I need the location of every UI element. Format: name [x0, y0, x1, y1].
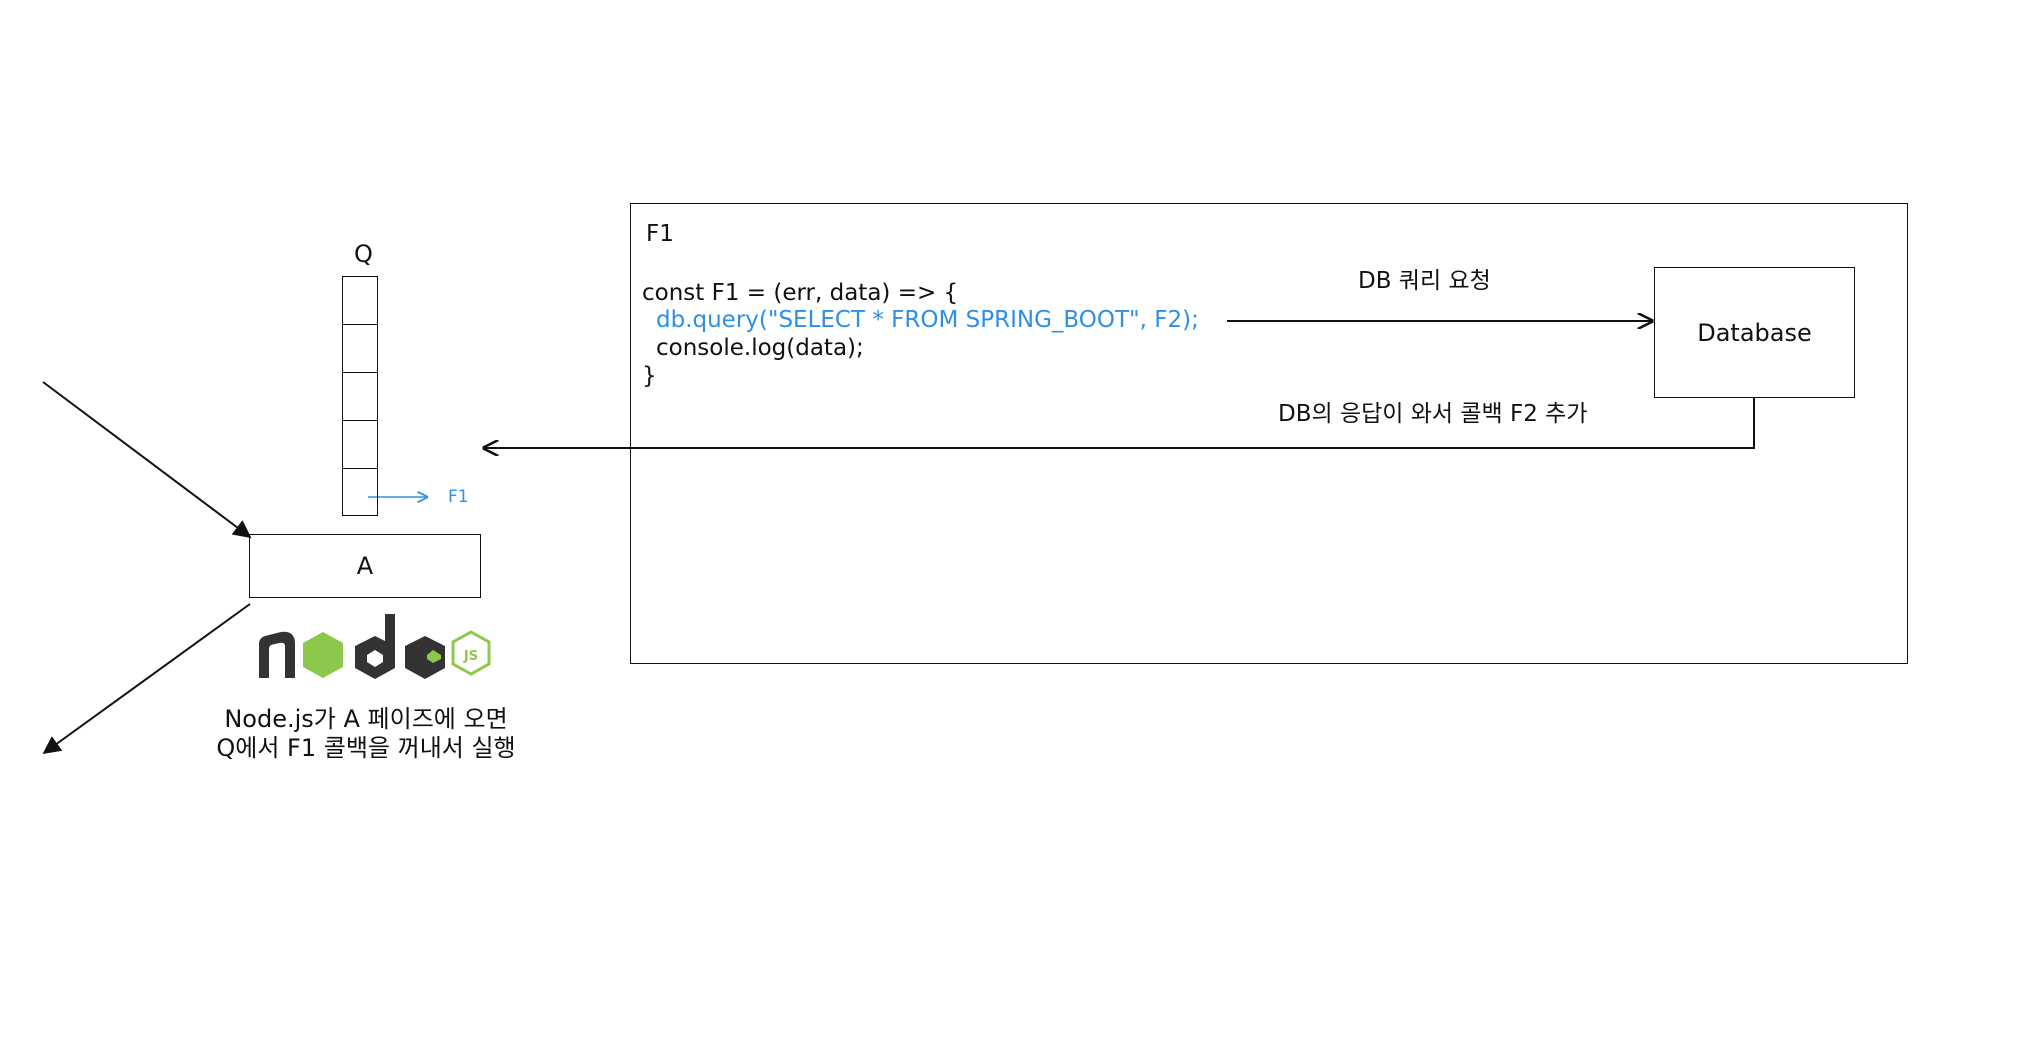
outgoing-arrow: [42, 603, 251, 755]
code-line-3: console.log(data);: [656, 335, 864, 361]
caption-line-2: Q에서 F1 콜백을 꺼내서 실행: [216, 734, 516, 762]
incoming-arrow: [42, 381, 252, 539]
phase-a-label: A: [356, 552, 374, 580]
nodejs-logo: JS: [259, 614, 491, 679]
caption-line-1: Node.js가 A 페이즈에 오면: [224, 705, 508, 733]
queue-slot: [343, 421, 377, 469]
code-line-4: }: [642, 363, 657, 389]
queue-pointer-label: F1: [448, 487, 469, 507]
queue-slot: [343, 325, 377, 373]
database-label: Database: [1697, 318, 1812, 347]
code-line-2: db.query("SELECT * FROM SPRING_BOOT", F2…: [656, 307, 1199, 333]
queue-slot: [343, 469, 377, 517]
database-box: Database: [1654, 267, 1855, 398]
phase-a-box: A: [249, 534, 481, 598]
queue-slot: [343, 277, 377, 325]
logo-letter-n: [259, 631, 295, 678]
db-request-label: DB 쿼리 요청: [1358, 268, 1491, 294]
db-response-label: DB의 응답이 와서 콜백 F2 추가: [1278, 401, 1588, 427]
queue-label: Q: [354, 240, 373, 268]
queue-slot: [343, 373, 377, 421]
db-response-arrow: [484, 398, 1755, 448]
logo-js-text: JS: [463, 649, 478, 664]
logo-js-badge: [451, 630, 491, 676]
logo-letter-e: [405, 636, 445, 679]
panel-title: F1: [646, 221, 674, 247]
f1-callback-panel: [630, 203, 1908, 664]
code-line-1: const F1 = (err, data) => {: [642, 280, 959, 306]
callback-queue: [342, 276, 378, 516]
logo-letter-o: [303, 632, 343, 678]
